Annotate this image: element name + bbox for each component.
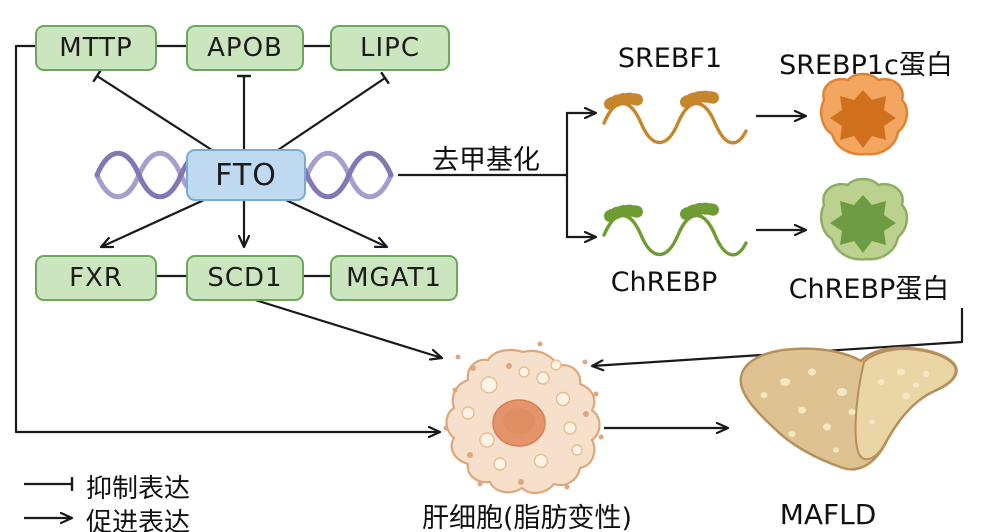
srebf1-mrna-label: SREBF1 <box>617 43 723 74</box>
srebp1c-protein-label: SREBP1c蛋白 <box>779 50 953 81</box>
gene-node-fxr: FXR <box>35 255 157 301</box>
liver-right-lobe <box>854 348 957 461</box>
scd1-to-cell-arrow <box>251 297 442 358</box>
proteins-to-cell-arrow <box>592 308 964 366</box>
chrebp-protein-inner <box>830 195 896 253</box>
chrebp-mrna-teeth <box>680 202 720 220</box>
legend-promote-label: 促进表达 <box>86 508 191 532</box>
liver-icon <box>739 346 958 471</box>
chrebp-protein-icon <box>820 177 909 261</box>
fto-to-mgat1-arrow <box>274 194 387 247</box>
branch-to-chrebp-arrow <box>565 175 596 237</box>
translation-arrows <box>756 116 806 230</box>
demethylation-label: 去甲基化 <box>432 145 540 176</box>
gene-node-lipc: LIPC <box>330 25 450 71</box>
branch-to-srebf1-arrow <box>565 113 596 175</box>
chrebp-mrna-wave <box>602 214 748 257</box>
gene-node-apob: APOB <box>186 25 304 71</box>
cell-specks <box>443 341 604 490</box>
srebf1-mrna-wave <box>602 102 748 145</box>
srebp1c-protein-icon <box>820 72 909 156</box>
chrebp-protein-label: ChREBP蛋白 <box>788 274 950 305</box>
gene-box-connectors <box>153 44 330 278</box>
lipid-droplets <box>461 359 583 471</box>
gene-node-fto: FTO <box>186 149 306 201</box>
liver-fat-spots <box>760 368 930 453</box>
gene-node-mttp: MTTP <box>35 25 157 71</box>
hepatocyte-input-arrows <box>14 44 964 432</box>
srebf1-mrna-teeth <box>604 92 644 110</box>
chrebp-mrna-teeth <box>604 204 644 222</box>
srebp1c-protein-inner <box>830 90 896 148</box>
hepatocyte-nucleolus <box>503 408 535 434</box>
fto-to-fxr-arrow <box>101 193 216 247</box>
hepatocyte-label: 肝细胞(脂肪变性) <box>421 503 633 532</box>
legend-inhibit-label: 抑制表达 <box>86 474 191 504</box>
chrebp-mrna-label: ChREBP <box>610 267 718 298</box>
inhibition-arrows <box>97 76 385 153</box>
promotion-arrows <box>101 193 387 247</box>
gene-node-scd1: SCD1 <box>186 255 304 301</box>
demethylation-branch <box>398 113 596 237</box>
fto-to-mttp-inhibit-arrow <box>97 76 216 153</box>
srebf1-mrna-icon <box>602 90 748 145</box>
hepatocyte-icon <box>443 341 604 494</box>
chrebp-mrna-icon <box>602 202 748 257</box>
legend-icons <box>24 484 72 518</box>
gene-node-mgat1: MGAT1 <box>330 255 458 301</box>
fto-to-lipc-inhibit-arrow <box>274 78 385 153</box>
mttp-route-to-cell-arrow <box>14 44 440 432</box>
mafld-label: MAFLD <box>779 498 877 531</box>
srebf1-mrna-teeth <box>680 90 720 108</box>
